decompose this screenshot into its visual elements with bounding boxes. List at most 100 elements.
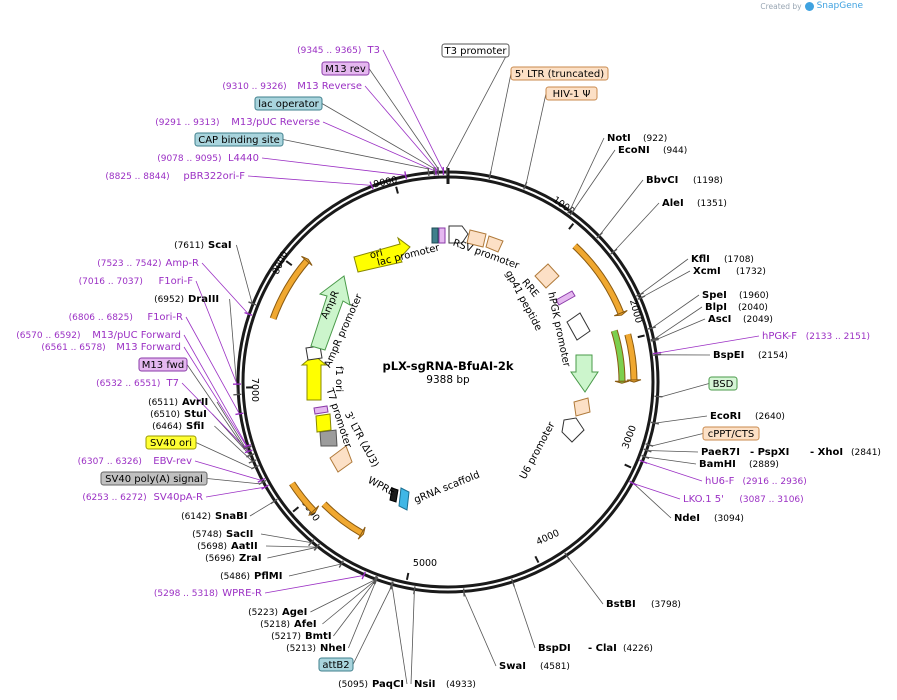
primer-t7-name[interactable]: T7 [166,378,179,389]
enzyme-site-pspxi-name[interactable]: - PspXI [750,447,789,458]
primer-amp-r-name[interactable]: Amp-R [166,258,200,269]
enzyme-site-paer7i-name[interactable]: PaeR7I [701,447,740,458]
primer-wpre-r-name[interactable]: WPRE-R [222,588,262,599]
enzyme-site-bbvci-name[interactable]: BbvCI [646,175,678,186]
primer-m13-reverse-name[interactable]: M13 Reverse [297,81,362,92]
enzyme-site-blpi-name[interactable]: BlpI [705,302,727,313]
primer-pbr322ori-f-name[interactable]: pBR322ori-F [183,171,245,182]
rre-glyph[interactable] [534,263,560,289]
enzyme-site-afei-name[interactable]: AfeI [294,619,317,630]
enzyme-site-xcmi-name[interactable]: XcmI [693,266,721,277]
enzyme-site-spei-leader [651,294,700,329]
primer-f1ori-f-name[interactable]: F1ori-F [159,276,194,287]
primer-m13-puc-reverse-name[interactable]: M13/pUC Reverse [231,117,320,128]
enzyme-site-spei-name[interactable]: SpeI [702,290,727,301]
feature-box-attb2[interactable] [318,657,354,672]
ltr-3-glyph[interactable] [329,445,353,473]
polya-glyph[interactable] [319,429,338,447]
primer-f1ori-r-name[interactable]: F1ori-R [147,312,183,323]
orf-arc-2[interactable] [625,333,637,380]
primer-amp-r-coord: (7523 .. 7542) [97,259,161,269]
feature-box-m13-rev[interactable] [321,61,370,76]
enzyme-site-paqci-name[interactable]: PaqCI [372,679,404,690]
enzyme-site-sfii-name[interactable]: SfiI [186,421,204,432]
feature-box-sv40-poly-a-signal[interactable] [100,471,208,486]
primer-hpgk-f-name[interactable]: hPGK-F [762,331,797,342]
primer-m13-puc-forward-name[interactable]: M13/pUC Forward [92,330,181,341]
ltr-5-glyph[interactable] [466,229,487,248]
primer-hu6-f-name[interactable]: hU6-F [705,476,735,487]
enzyme-site-snabi-name[interactable]: SnaBI [215,511,247,522]
f1-ori-glyph[interactable] [300,354,328,401]
cppt-glyph[interactable] [573,397,591,417]
ampr-glyph[interactable] [310,275,351,351]
feature-box-m13-fwd[interactable] [138,357,188,372]
orf-arc-ampr[interactable] [270,259,309,320]
enzyme-site-kfli-name[interactable]: KflI [691,254,710,265]
enzyme-site-sacii-name[interactable]: SacII [226,529,253,540]
feature-box-cap-binding-site[interactable] [194,132,284,147]
lac-operator-glyph[interactable] [431,227,439,244]
orf-arc-wpre[interactable] [322,502,363,536]
feature-box-t3-promoter[interactable] [441,43,510,58]
primer-lko-1-5-name[interactable]: LKO.1 5' [683,494,724,505]
ori-glyph[interactable] [353,236,411,273]
gp41-glyph[interactable] [555,290,576,306]
feature-box-5-ltr-truncated[interactable] [510,66,609,81]
orf-arc-bsd[interactable] [611,329,625,382]
enzyme-site-paqci-leader [391,585,408,685]
enzyme-site-pflmi-name[interactable]: PflMI [254,571,282,582]
feature-box-lac-operator[interactable] [254,96,323,111]
enzyme-site-bmti-name[interactable]: BmtI [305,631,332,642]
grna-spacer-glyph[interactable] [389,487,399,503]
primer-ebv-rev-name[interactable]: EBV-rev [153,456,192,467]
hpgk-promoter-glyph[interactable] [566,312,591,341]
enzyme-site-bspdi-marker [511,578,515,587]
m13-fwd-glyph[interactable] [313,405,329,415]
enzyme-site-stui-name[interactable]: StuI [184,409,207,420]
bsd-glyph[interactable] [570,354,599,393]
orf-arc-1[interactable] [573,244,624,315]
enzyme-site-swai-name[interactable]: SwaI [499,661,526,672]
enzyme-site-draiii-name[interactable]: DraIII [188,294,219,305]
feature-box-cppt-cts[interactable] [702,426,760,441]
enzyme-site-bstbi-name[interactable]: BstBI [606,599,636,610]
enzyme-site-aatii-name[interactable]: AatII [231,541,258,552]
enzyme-site-paqci-coord: (5095) [338,680,368,690]
enzyme-site-asci-leader [654,318,706,341]
rsv-promoter-glyph[interactable] [448,225,469,244]
enzyme-site-asci-name[interactable]: AscI [708,314,731,325]
enzyme-site-nhei-name[interactable]: NheI [320,643,346,654]
enzyme-site-noti-name[interactable]: NotI [607,133,631,144]
enzyme-site-clai-name[interactable]: - ClaI [588,643,617,654]
primer-l4440-name[interactable]: L4440 [228,153,259,164]
primer-t7-leader [181,382,249,452]
enzyme-site-econi-name[interactable]: EcoNI [618,145,650,156]
feature-box-bsd[interactable] [708,376,738,391]
enzyme-site-nsii-name[interactable]: NsiI [414,679,435,690]
enzyme-site-agei-name[interactable]: AgeI [282,607,307,618]
enzyme-site-bspdi-name[interactable]: BspDI [538,643,571,654]
feature-box-sv40-ori[interactable] [145,435,197,450]
primer-sv40pa-r-name[interactable]: SV40pA-R [154,492,203,503]
primer-t3-name[interactable]: T3 [367,45,380,56]
enzyme-site-zrai-name[interactable]: ZraI [239,553,262,564]
enzyme-site-alei-name[interactable]: AleI [662,198,684,209]
feature-box-hiv-1[interactable] [545,86,598,101]
enzyme-site-bstbi-coord: (3798) [651,600,681,610]
enzyme-site-bspei-name[interactable]: BspEI [713,350,744,361]
enzyme-site-xhoi-name[interactable]: - XhoI [810,447,843,458]
grna-scaffold-glyph[interactable] [398,487,410,511]
enzyme-site-avrii-name[interactable]: AvrII [182,397,208,408]
enzyme-site-scai-name[interactable]: ScaI [208,240,232,251]
primer-cluster-glyph[interactable] [438,227,446,244]
enzyme-site-ecori-name[interactable]: EcoRI [710,411,741,422]
primer-m13-forward-name[interactable]: M13 Forward [116,342,181,353]
psi-glyph[interactable] [485,235,504,253]
u6-promoter-glyph[interactable] [561,417,585,443]
enzyme-site-blpi-leader [654,306,703,340]
enzyme-site-bamhi-name[interactable]: BamHI [699,459,736,470]
sv40-ori-glyph[interactable] [315,413,332,433]
enzyme-site-ndei-name[interactable]: NdeI [674,513,700,524]
